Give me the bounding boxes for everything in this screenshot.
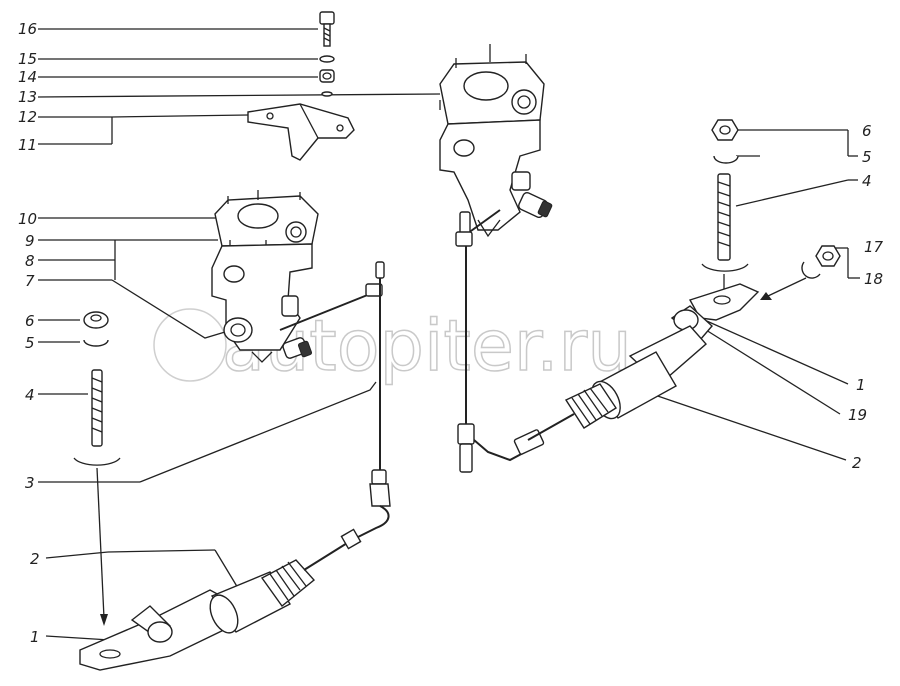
callout-r-1: 1 [856, 376, 866, 394]
bolt-stack-top [319, 11, 335, 97]
left-brake-valve [211, 190, 319, 363]
left-leader-lines [37, 28, 441, 641]
callout-14: 14 [18, 68, 37, 86]
callout-5: 5 [25, 334, 35, 352]
right-brake-valve [439, 44, 553, 238]
callout-4: 4 [25, 386, 35, 404]
callout-r-5: 5 [862, 148, 872, 166]
callout-15: 15 [18, 50, 37, 68]
callout-2: 2 [30, 550, 40, 568]
left-callouts: 16 15 14 13 12 11 10 9 8 7 6 5 4 3 2 1 [18, 20, 40, 646]
right-fasteners [701, 119, 749, 300]
callout-r-19: 19 [848, 406, 867, 424]
callout-11: 11 [18, 136, 37, 154]
left-fasteners [73, 311, 121, 626]
callout-r-18: 18 [864, 270, 883, 288]
bolt-thread-16 [323, 27, 331, 42]
left-linkage [279, 261, 391, 541]
callout-16: 16 [18, 20, 37, 38]
nut-14 [319, 69, 335, 83]
callout-13: 13 [18, 88, 37, 106]
bracket-12 [247, 103, 355, 161]
right-nut-17-18 [760, 245, 841, 300]
bolt-head-16 [319, 11, 335, 25]
callout-12: 12 [18, 108, 37, 126]
callout-3: 3 [25, 474, 35, 492]
callout-6: 6 [25, 312, 35, 330]
callout-r-4: 4 [862, 172, 872, 190]
callout-r-17: 17 [864, 238, 884, 256]
callout-r-2: 2 [852, 454, 862, 472]
right-brake-chamber [527, 283, 760, 441]
left-brake-chamber [79, 528, 362, 671]
right-leader-lines [639, 129, 860, 461]
callout-7: 7 [25, 272, 35, 290]
washer-15 [319, 55, 335, 63]
callout-8: 8 [25, 252, 35, 270]
callout-r-6: 6 [862, 122, 872, 140]
callout-10: 10 [18, 210, 37, 228]
callout-1: 1 [30, 628, 40, 646]
callout-9: 9 [25, 232, 35, 250]
right-callouts: 6 5 4 17 18 1 19 2 [848, 122, 884, 472]
